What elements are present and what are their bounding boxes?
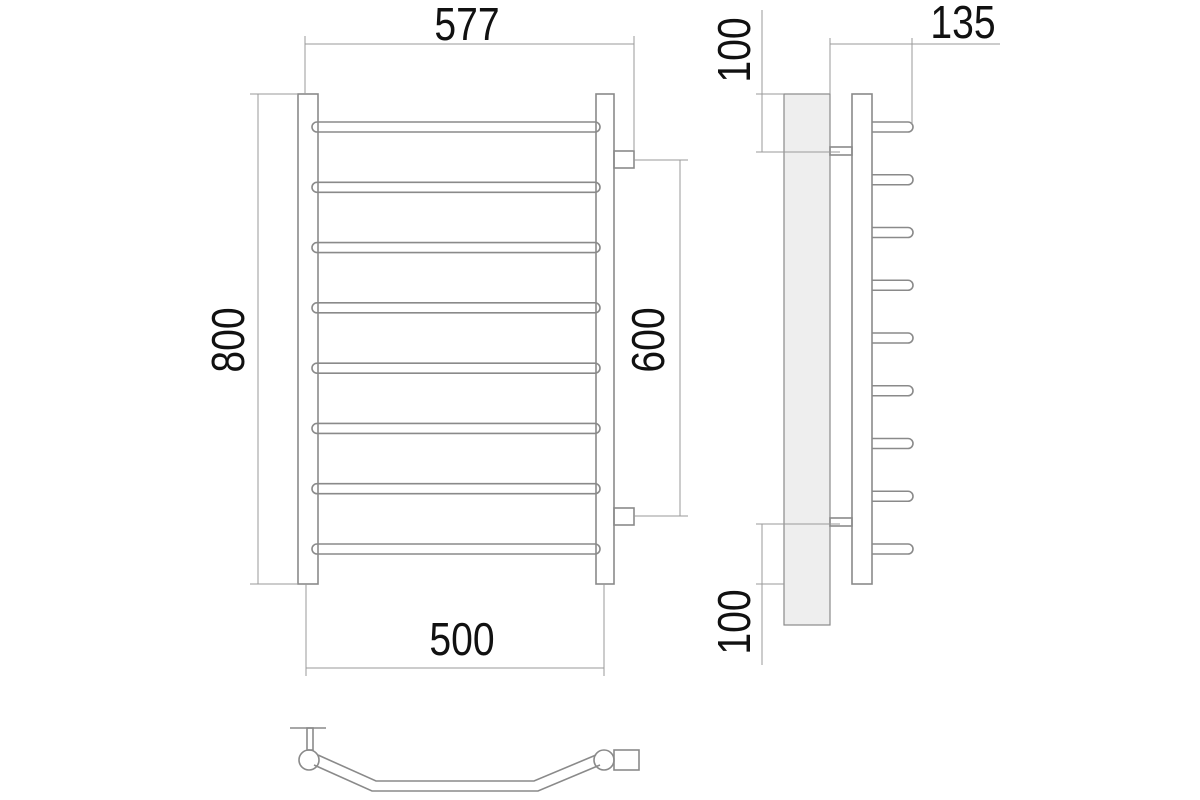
rung-stub [872,226,914,239]
rung-stub [872,121,914,133]
rung-stub [872,332,914,344]
rung [311,482,601,495]
rung [311,362,601,374]
dim-top-offset: 100 [709,10,840,153]
rung [311,181,601,194]
right-post [595,93,615,585]
left-post [297,93,319,585]
wall-section [783,93,831,626]
rung-stub [872,437,914,450]
dim-label-100-bottom: 100 [709,589,761,654]
rung-stub [872,543,914,555]
dim-height: 800 [203,93,298,585]
bottom-connector [613,507,635,526]
rung [311,241,601,254]
dim-label-135: 135 [930,0,995,49]
mount-stem [306,727,314,751]
right-joint [593,749,615,771]
dim-rung-width: 500 [305,584,605,676]
rung [311,543,601,555]
rung-stub [872,173,914,186]
rung-stub [872,384,914,397]
rung [311,422,601,435]
front-view: 577 800 600 500 [203,0,688,676]
top-view [290,727,640,792]
rung [311,302,601,314]
dim-label-577: 577 [434,0,499,51]
rung [311,121,601,133]
dim-depth: 135 [829,0,1000,124]
connector-box [613,749,640,771]
dim-label-500: 500 [429,614,494,666]
dim-overall-width: 577 [304,0,635,151]
side-view: 135 100 100 [709,0,1000,665]
tube-outer [317,754,597,782]
tube-inner [313,764,601,792]
side-post [851,93,873,585]
rung-stub [872,490,914,503]
dim-label-100-top: 100 [709,17,761,82]
dim-label-800: 800 [203,307,255,372]
top-connector [613,150,635,169]
side-rungs [872,121,914,555]
front-rungs [311,121,601,555]
dim-label-600: 600 [623,307,675,372]
left-joint [298,749,320,771]
rung-stub [872,279,914,292]
dim-bottom-offset: 100 [709,523,840,665]
top-mount-pin [829,146,853,156]
dim-center-distance: 600 [623,159,688,517]
bottom-mount-pin [829,517,853,527]
